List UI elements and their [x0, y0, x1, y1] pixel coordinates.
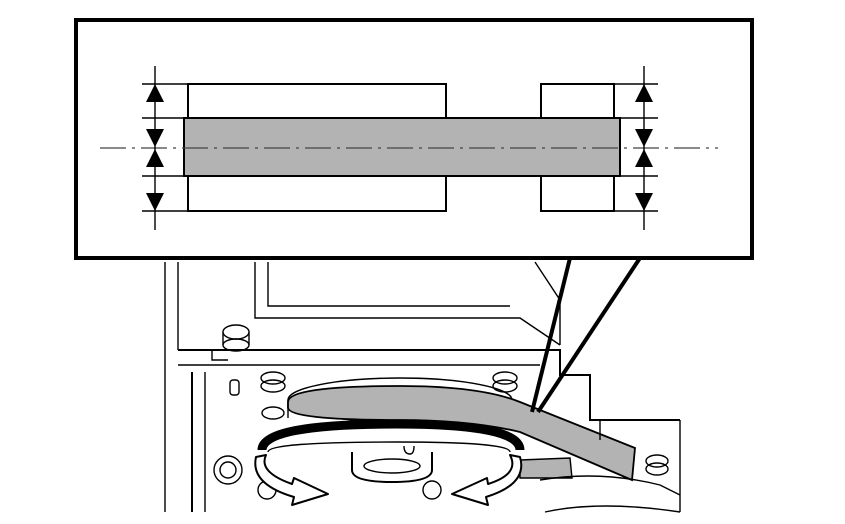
callout-leader-lines: [530, 256, 642, 414]
detail-callout: [74, 18, 754, 260]
right-double-arrow-top-icon: [635, 84, 653, 147]
slot: [229, 379, 240, 396]
rotation-arrow-right-icon: [451, 454, 523, 506]
left-double-arrow-top-icon: [146, 84, 164, 147]
rotation-arrow-left-icon: [254, 454, 329, 506]
screw-top-left: [211, 324, 250, 361]
mounting-screws: [260, 371, 669, 476]
tape-on-reel: [287, 385, 636, 482]
right-double-arrow-bottom-icon: [635, 149, 653, 211]
mechanism-illustration: [164, 261, 681, 513]
left-double-arrow-bottom-icon: [146, 149, 164, 211]
tape-strip: [183, 117, 621, 177]
knob: [213, 455, 442, 500]
